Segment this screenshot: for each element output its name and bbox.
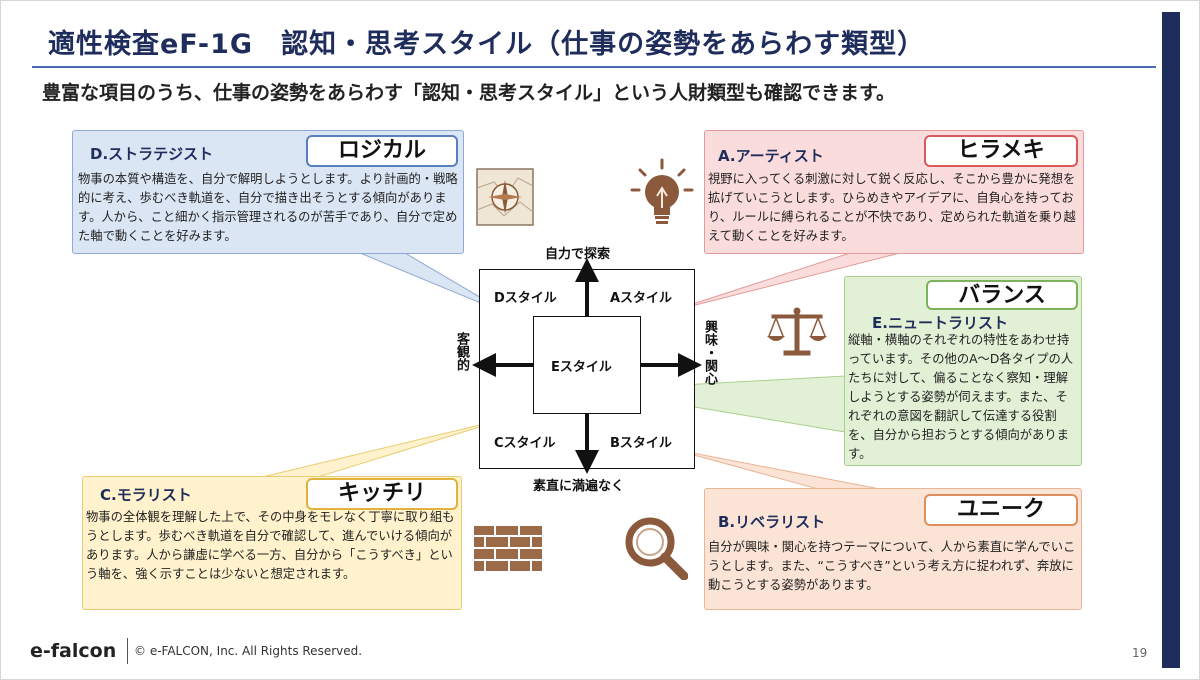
style-b-keyword: ユニーク <box>924 494 1078 526</box>
style-e-description: 縦軸・横軸のそれぞれの特性をあわせ持っています。その他のA～D各タイプの人たちに… <box>848 333 1074 461</box>
axis-bottom-label: 素直に満遍なく <box>533 479 625 494</box>
style-c-description: 物事の全体観を理解した上で、その中身をモレなく丁寧に取り組もうとします。歩むべき… <box>86 510 455 581</box>
brick-wall-icon <box>472 524 544 573</box>
page-subtitle: 豊富な項目のうち、仕事の姿勢をあらわす「認知・思考スタイル」という人財類型も確認… <box>42 82 896 104</box>
style-a-description: 視野に入ってくる刺激に対して鋭く反応し、そこから豊かに発想を拡げていこうとします… <box>708 172 1076 243</box>
footer-separator <box>127 638 128 664</box>
style-e-name: E.ニュートラリスト <box>872 314 1008 332</box>
page-title: 適性検査eF-1G 認知・思考スタイル（仕事の姿勢をあらわす類型） <box>48 29 926 60</box>
style-c-name: C.モラリスト <box>100 486 192 504</box>
magnifier-icon <box>625 517 688 580</box>
axis-right-label: 興味・関心 <box>702 320 717 385</box>
quadrant-e-label: Eスタイル <box>551 360 612 375</box>
style-d-name: D.ストラテジスト <box>90 145 214 163</box>
style-matrix-center <box>533 316 641 414</box>
quadrant-c-label: Cスタイル <box>494 436 556 451</box>
style-a-keyword: ヒラメキ <box>924 135 1078 167</box>
company-logo: e-falcon <box>30 640 117 662</box>
axis-left-label: 客観的 <box>454 332 469 371</box>
style-a-name: A.アーティスト <box>718 147 824 165</box>
style-b-name: B.リベラリスト <box>718 513 826 531</box>
quadrant-b-label: Bスタイル <box>610 436 672 451</box>
style-b-description: 自分が興味・関心を持つテーマについて、人から素直に学んでいこうとします。また、“… <box>708 540 1076 592</box>
page-number: 19 <box>1132 646 1148 660</box>
sidebar-accent-bar <box>1162 12 1180 668</box>
style-d-description: 物事の本質や構造を、自分で解明しようとします。より計画的・戦略的に考え、歩むべき… <box>78 172 458 243</box>
style-c-keyword: キッチリ <box>306 478 458 510</box>
quadrant-a-label: Aスタイル <box>610 291 673 306</box>
quadrant-d-label: Dスタイル <box>494 291 557 306</box>
title-divider <box>32 66 1156 68</box>
balance-scale-icon <box>767 307 827 356</box>
style-e-keyword: バランス <box>926 280 1078 310</box>
style-d-keyword: ロジカル <box>306 135 458 167</box>
copyright-text: © e-FALCON, Inc. All Rights Reserved. <box>134 644 363 658</box>
lightbulb-icon <box>630 158 694 224</box>
compass-map-icon <box>476 168 534 226</box>
